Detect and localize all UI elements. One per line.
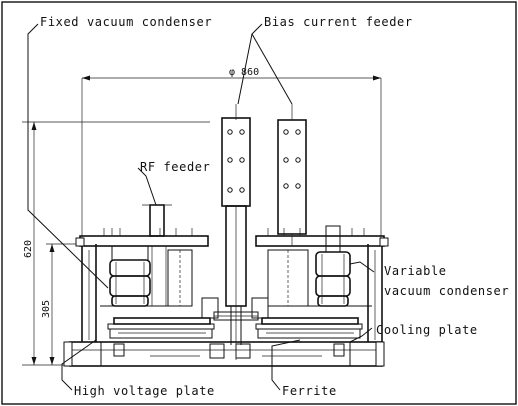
variable-vacuum-condenser-body — [267, 225, 372, 307]
top-flange-right — [255, 235, 385, 247]
label-rf-feeder: RF feeder — [140, 160, 210, 174]
bias-feeder-column-left — [221, 104, 251, 360]
label-bias-current-feeder: Bias current feeder — [264, 15, 413, 29]
lower-height-dimension-label: 305 — [41, 300, 52, 318]
label-variable: Variable — [384, 264, 447, 278]
high-voltage-plate-stack-right — [251, 297, 363, 339]
height-dimension-620: 620 — [22, 121, 210, 366]
label-cooling-plate: Cooling plate — [376, 323, 478, 337]
device-assembly — [63, 104, 389, 367]
height-dimension-label: 620 — [23, 240, 34, 258]
label-vacuum-condenser: vacuum condenser — [384, 284, 509, 298]
fixed-vacuum-condenser-body — [100, 245, 193, 307]
bias-feeder-column-right — [277, 104, 307, 246]
leader-lines — [27, 23, 375, 391]
top-flange-left — [79, 235, 209, 247]
height-dimension-305: 305 — [41, 243, 80, 365]
high-voltage-plate-stack-left — [107, 297, 219, 339]
label-ferrite: Ferrite — [282, 384, 337, 398]
label-fixed-vacuum-condenser: Fixed vacuum condenser — [40, 15, 212, 29]
width-dimension: φ 860 — [81, 67, 382, 242]
label-high-voltage-plate: High voltage plate — [74, 384, 215, 398]
base-plate — [69, 341, 383, 367]
rf-feeder-post — [149, 204, 165, 237]
